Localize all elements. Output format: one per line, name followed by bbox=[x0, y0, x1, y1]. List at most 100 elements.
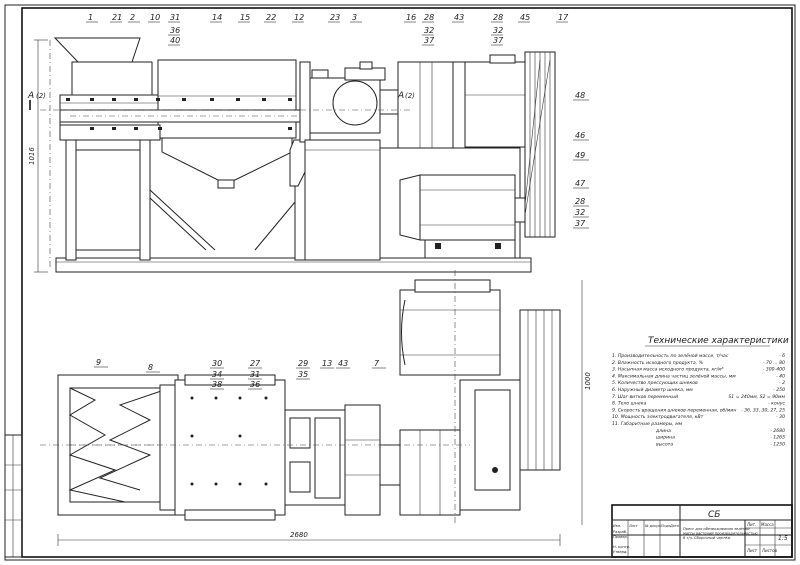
dim-height-front: 1016 bbox=[28, 147, 36, 165]
callout-front-6: 40 bbox=[170, 36, 180, 45]
callout-front-0: 1 bbox=[88, 13, 93, 22]
callout-front-5: 36 bbox=[170, 26, 180, 35]
callout-plan-12: 7 bbox=[374, 359, 380, 368]
callout-right-4: 28 bbox=[575, 197, 585, 206]
spec-value-5: - 250 bbox=[773, 387, 785, 393]
sheets-label: Листов bbox=[761, 548, 778, 553]
spec-value-3: - 40 bbox=[776, 373, 785, 379]
scale-value: 1:5 bbox=[778, 535, 788, 542]
tb-header-2: № докум. bbox=[644, 524, 662, 528]
sheet-border-inner bbox=[21, 7, 793, 558]
mass-label: Масса bbox=[761, 522, 774, 527]
spec-label-7: 8. Тело шнека bbox=[612, 401, 646, 407]
spec-label-11: длина bbox=[655, 429, 671, 434]
title-block: СБ Пресс для обезвоживания зелёной массы… bbox=[611, 504, 793, 558]
spec-value-4: - 2 bbox=[779, 380, 785, 386]
spec-label-8: 9. Скорость вращения шнеков переменная, … bbox=[612, 407, 736, 413]
callout-front-13: 16 bbox=[406, 13, 416, 22]
callout-front-9: 22 bbox=[266, 13, 276, 22]
gearbox-plan bbox=[344, 404, 381, 516]
callout-right-5: 32 bbox=[575, 208, 585, 217]
drawing-name: Пресс для обезвоживания зелёной массы ра… bbox=[683, 527, 757, 540]
tb-role-0: Разраб. bbox=[613, 530, 627, 534]
spec-label-6: 7. Шаг витков переменный bbox=[612, 394, 678, 400]
callout-front-7: 14 bbox=[212, 13, 222, 22]
tb-header-0: Изм. bbox=[613, 524, 621, 528]
specs-title: Технические характеристики bbox=[648, 336, 789, 346]
loading-hopper bbox=[53, 37, 141, 63]
spec-value-9: - 30 bbox=[776, 414, 785, 420]
spec-label-4: 5. Количество прессующих шнеков bbox=[612, 380, 698, 386]
callout-plan-2: 30 bbox=[212, 359, 222, 368]
spec-label-9: 10. Мощность электродвигателя, кВт bbox=[612, 414, 704, 420]
section-sheet-right: (2) bbox=[405, 92, 415, 100]
tb-header-3: Подп. bbox=[661, 524, 671, 528]
press-cone bbox=[161, 137, 293, 181]
gearbox-2 bbox=[464, 61, 526, 148]
motor-plan bbox=[399, 289, 501, 376]
tb-header-1: Лист bbox=[628, 524, 639, 528]
spec-label-3: 4. Максимальная длина частиц зелёной мас… bbox=[612, 373, 736, 379]
sheet-border-outer bbox=[4, 4, 796, 561]
spec-label-1: 2. Влажность исходного продукта, % bbox=[612, 360, 703, 366]
spec-label-5: 6. Наружный диаметр шнека, мм bbox=[612, 387, 693, 393]
spec-value-1: - 70 ... 80 bbox=[763, 360, 785, 366]
callout-front-4: 31 bbox=[170, 13, 180, 22]
callout-front-15: 32 bbox=[424, 26, 434, 35]
callout-front-12: 3 bbox=[352, 13, 357, 22]
callout-front-21: 45 bbox=[520, 13, 530, 22]
spec-value-2: - 300-400 bbox=[763, 367, 785, 373]
callout-right-3: 47 bbox=[575, 179, 586, 188]
spec-value-12: - 1265 bbox=[770, 435, 785, 441]
base-frame bbox=[55, 257, 532, 273]
spec-label-10: 11. Габаритные размеры, мм bbox=[612, 421, 683, 427]
pulley-plan bbox=[519, 309, 561, 471]
lit-label: Лит. bbox=[746, 522, 756, 527]
spec-value-0: - 6 bbox=[779, 353, 785, 359]
spec-value-7: - конус bbox=[768, 402, 785, 407]
spec-value-6: S1 = 240мм, S2 = 90мм bbox=[728, 394, 785, 400]
spec-value-13: - 1250 bbox=[770, 441, 785, 447]
spec-value-11: - 2680 bbox=[770, 428, 785, 434]
section-letter-left: A bbox=[27, 91, 34, 101]
callout-plan-9: 35 bbox=[298, 370, 308, 379]
callout-plan-3: 34 bbox=[212, 370, 222, 379]
callout-front-17: 43 bbox=[454, 13, 464, 22]
electric-motor bbox=[419, 174, 516, 241]
coupling-housing bbox=[397, 61, 454, 149]
callout-front-3: 10 bbox=[150, 13, 160, 22]
tb-role-3: Н. контр. bbox=[613, 545, 630, 549]
callout-front-22: 17 bbox=[558, 13, 569, 22]
callout-front-16: 37 bbox=[424, 36, 435, 45]
filing-strip bbox=[4, 434, 23, 558]
tb-role-4: Утверд. bbox=[613, 550, 628, 554]
specs-list: 1. Производительность по зелёной массе, … bbox=[612, 353, 786, 447]
callout-front-14: 28 bbox=[424, 13, 434, 22]
callout-plan-0: 9 bbox=[96, 358, 101, 367]
callout-right-0: 48 bbox=[575, 91, 585, 100]
drawing-code: СБ bbox=[708, 510, 720, 520]
callout-front-20: 37 bbox=[493, 36, 504, 45]
callout-front-10: 12 bbox=[294, 13, 304, 22]
callout-front-18: 28 bbox=[493, 13, 503, 22]
callout-right-2: 49 bbox=[575, 151, 585, 160]
callout-plan-1: 8 bbox=[148, 363, 153, 372]
callout-plan-4: 38 bbox=[212, 380, 222, 389]
press-body-plan bbox=[174, 379, 286, 516]
tb-header-4: Дата bbox=[669, 524, 679, 528]
spec-label-0: 1. Производительность по зелёной массе, … bbox=[612, 353, 729, 359]
dim-overall-length: 2680 bbox=[290, 531, 308, 539]
callout-front-2: 2 bbox=[130, 13, 135, 22]
callout-plan-5: 27 bbox=[250, 359, 261, 368]
spec-label-12: ширина bbox=[656, 436, 675, 441]
callout-plan-11: 43 bbox=[338, 359, 348, 368]
callout-plan-7: 36 bbox=[250, 380, 260, 389]
section-sheet-left: (2) bbox=[36, 92, 46, 100]
